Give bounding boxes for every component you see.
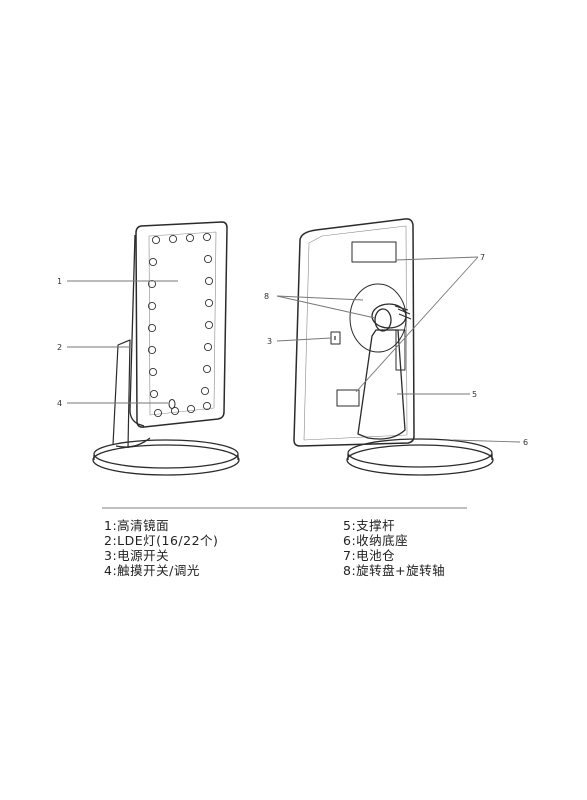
callout-lines [67,256,521,443]
back-panel-outer [293,218,415,447]
support-pole [357,329,406,440]
legend-item-4: 4:触摸开关/调光 [104,563,200,578]
front-panel [135,221,228,428]
back-base-top [347,438,493,468]
legend-item-6: 6:收纳底座 [343,533,409,548]
back-view-mirror [293,218,494,476]
legend-item-2: 2:LDE灯(16/22个) [104,533,219,548]
callout-7: 7 [480,253,485,262]
callout-8: 8 [264,292,269,301]
front-base-top [93,439,239,469]
callout-6: 6 [523,438,528,447]
front-stand [112,339,131,449]
front-mirror-face [148,231,217,416]
callout-4: 4 [57,399,62,408]
back-base-bottom [346,444,494,476]
callout-5: 5 [472,390,477,399]
callout-2: 2 [57,343,62,352]
back-panel-inner [303,225,408,441]
legend-right: 5:支撑杆 6:收纳底座 7:电池仓 8:旋转盘+旋转轴 [343,518,445,578]
legend-item-8: 8:旋转盘+旋转轴 [343,563,446,578]
callout-1: 1 [57,277,62,286]
front-base-bottom [92,444,240,476]
battery-cover-bottom [336,389,360,407]
front-view-mirror [92,221,240,476]
legend-item-7: 7:电池仓 [343,548,396,563]
battery-cover-top [351,241,397,263]
legend-item-3: 3:电源开关 [104,548,170,563]
legend-left: 1:高清镜面 2:LDE灯(16/22个) 3:电源开关 4:触摸开关/调光 [104,518,218,578]
legend-item-5: 5:支撑杆 [343,518,396,533]
legend-item-1: 1:高清镜面 [104,518,170,533]
rotating-disc [349,283,407,353]
led-lights [147,232,214,418]
callout-3: 3 [267,337,272,346]
